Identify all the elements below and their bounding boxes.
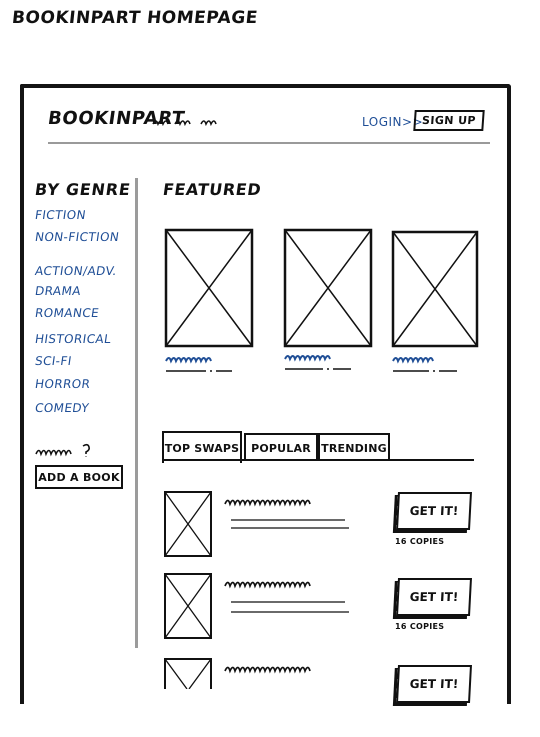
header-divider [48,142,490,144]
get-it-button[interactable]: Get It! [396,665,472,703]
sidebar-divider [135,178,138,648]
tagline-scribble [152,120,217,127]
genre-link-non-fiction[interactable]: Non-Fiction [34,230,121,244]
signup-button[interactable]: Sign Up [413,110,485,131]
copies-count: 16 copies [395,537,445,546]
featured-book-cover-2[interactable] [283,228,373,348]
list-tabs: Top Swaps Popular Trending [162,431,474,463]
add-book-button[interactable]: Add a Book [35,465,123,489]
genre-link-historical[interactable]: Historical [34,332,113,346]
site-header: BookInPart Login>> Sign Up [47,104,488,142]
tab-popular[interactable]: Popular [244,433,318,461]
featured-caption-2 [284,355,351,370]
list-item: Get It! [163,657,483,737]
genre-link-romance[interactable]: Romance [34,306,101,320]
book-cover-thumbnail[interactable] [163,490,213,558]
genre-link-sci-fi[interactable]: Sci-Fi [34,354,73,368]
login-link[interactable]: Login>> [362,115,424,129]
book-title-scribble [224,499,349,529]
featured-caption-1 [165,357,232,372]
book-cover-thumbnail[interactable] [163,572,213,640]
copies-count: 16 copies [395,622,445,631]
list-item: Get It! 16 copies [163,490,483,570]
tab-top-swaps[interactable]: Top Swaps [162,431,242,463]
page-caption: BookInPart Homepage [10,8,259,28]
list-item: Get It! 16 copies [163,572,483,652]
tab-trending[interactable]: Trending [318,433,390,461]
featured-caption-3 [392,357,457,372]
tabs-baseline [162,459,474,461]
genre-heading: By Genre [33,180,132,199]
genre-link-fiction[interactable]: Fiction [34,208,87,222]
browser-frame [20,84,511,704]
sidebar-question-scribble [35,443,90,457]
book-title-scribble [224,581,349,613]
genre-link-horror[interactable]: Horror [34,377,92,391]
genre-link-drama[interactable]: Drama [34,284,82,298]
get-it-button[interactable]: Get It! [396,492,472,530]
book-cover-thumbnail[interactable] [163,657,213,689]
featured-heading: Featured [161,180,263,199]
get-it-button[interactable]: Get It! [396,578,472,616]
genre-link-comedy[interactable]: Comedy [34,401,91,415]
genre-link-action[interactable]: Action/Adv. [34,264,118,278]
featured-book-cover-1[interactable] [164,228,254,348]
book-title-scribble [224,666,311,674]
featured-book-cover-3[interactable] [391,230,479,348]
